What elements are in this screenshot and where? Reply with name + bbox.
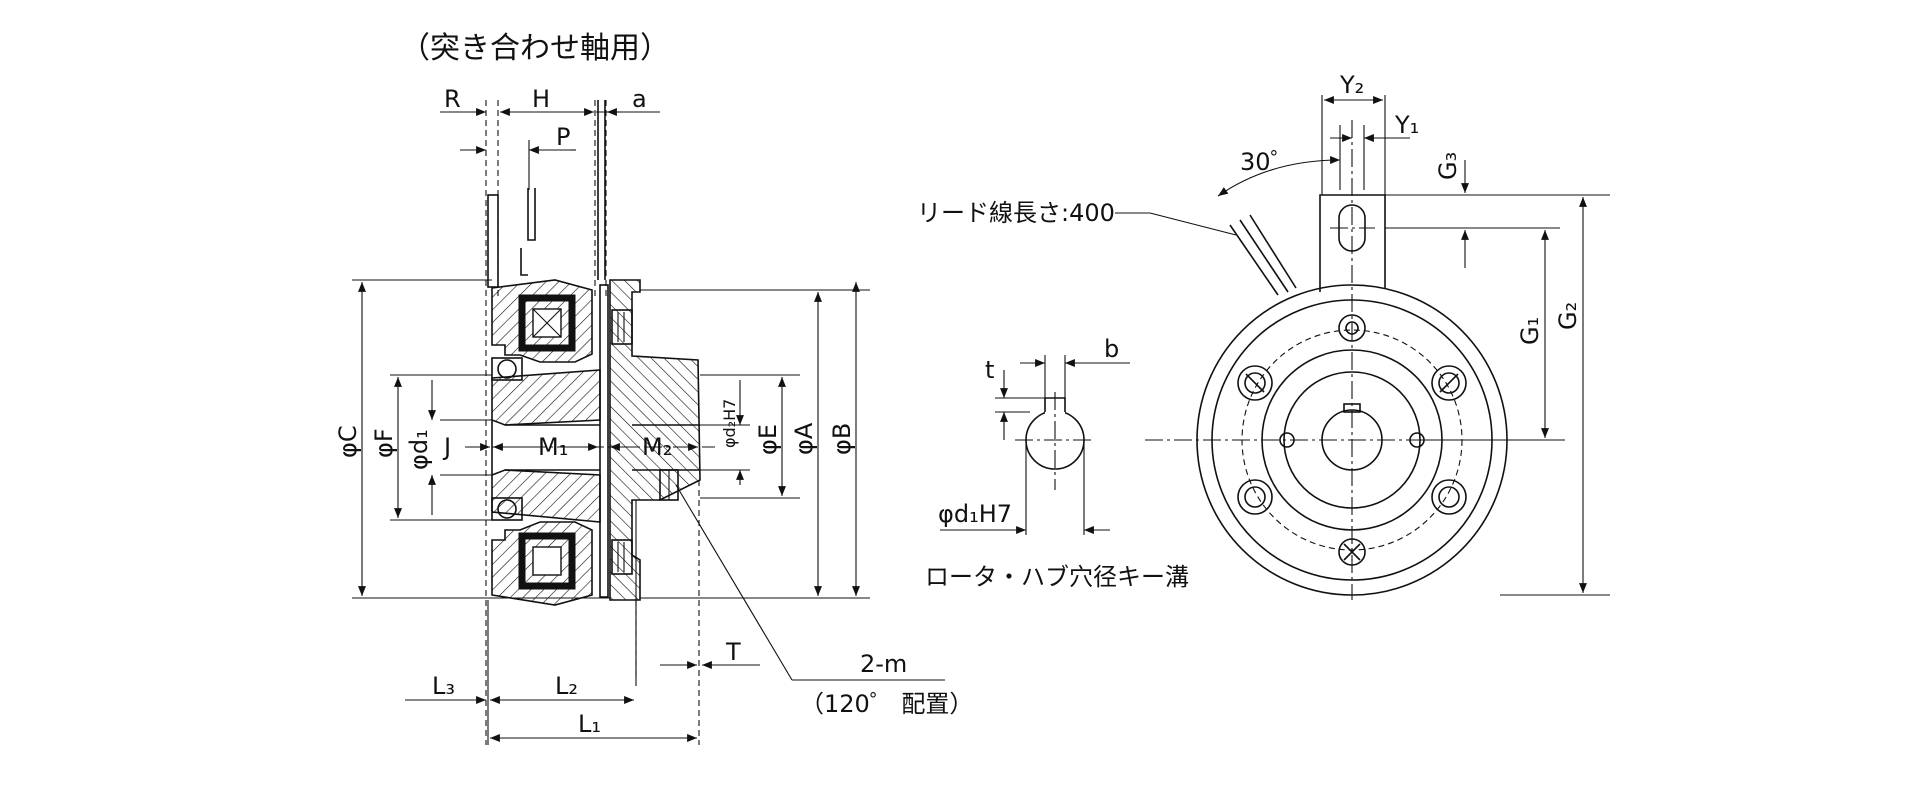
label-t-width: T bbox=[725, 638, 741, 666]
label-phi-a: φA bbox=[790, 422, 818, 455]
screw-lower-right bbox=[1431, 479, 1467, 515]
label-l2: L₂ bbox=[555, 672, 578, 700]
keyway-detail: b t φd₁H7 ロータ・ハブ穴径キー溝 bbox=[925, 335, 1189, 591]
label-h: H bbox=[532, 85, 550, 113]
label-phi-e: φE bbox=[754, 424, 782, 455]
label-r: R bbox=[444, 85, 461, 113]
label-t-depth: t bbox=[985, 356, 994, 384]
label-a: a bbox=[632, 85, 647, 113]
label-m2: M₂ bbox=[642, 433, 672, 461]
label-phi-f: φF bbox=[370, 428, 398, 458]
label-m1: M₁ bbox=[538, 433, 568, 461]
bolt-hole-bottom bbox=[1338, 538, 1366, 566]
screw-lower-left bbox=[1237, 479, 1273, 515]
label-phi-b: φB bbox=[828, 423, 856, 455]
label-j: J bbox=[442, 433, 451, 461]
label-phi-d2h7: φd₂H7 bbox=[720, 399, 739, 448]
label-l1: L₁ bbox=[578, 710, 601, 738]
label-l3: L₃ bbox=[432, 672, 455, 700]
label-120-arrangement: （120゜ 配置） bbox=[800, 690, 973, 718]
label-30-deg: 30゜ bbox=[1240, 148, 1295, 176]
screw-upper-left bbox=[1237, 365, 1273, 401]
keyway-caption: ロータ・ハブ穴径キー溝 bbox=[925, 563, 1189, 591]
bolt-hole-top bbox=[1338, 314, 1366, 342]
label-lead-wire: リード線長さ:400 bbox=[917, 199, 1115, 227]
label-phi-d1: φd₁ bbox=[405, 429, 433, 470]
label-g1: G₁ bbox=[1516, 317, 1544, 345]
label-2-m: 2-m bbox=[860, 650, 907, 678]
label-y1: Y₁ bbox=[1394, 111, 1419, 139]
label-g3: G₃ bbox=[1434, 152, 1462, 180]
section-view: φC φF φd₁ J M₁ M₂ φd₂H7 φE φA φB bbox=[334, 85, 973, 745]
screw-upper-right bbox=[1431, 365, 1467, 401]
drawing-title: （突き合わせ軸用） bbox=[400, 31, 670, 66]
front-view: リード線長さ:400 30゜ Y₂ Y₁ G₃ G₁ G₂ bbox=[917, 71, 1610, 600]
label-phi-c: φC bbox=[334, 425, 362, 458]
label-p: P bbox=[556, 123, 570, 151]
label-g2: G₂ bbox=[1554, 302, 1582, 330]
label-y2: Y₂ bbox=[1339, 71, 1364, 99]
label-b: b bbox=[1104, 335, 1119, 363]
label-phi-d1h7: φd₁H7 bbox=[938, 500, 1012, 528]
